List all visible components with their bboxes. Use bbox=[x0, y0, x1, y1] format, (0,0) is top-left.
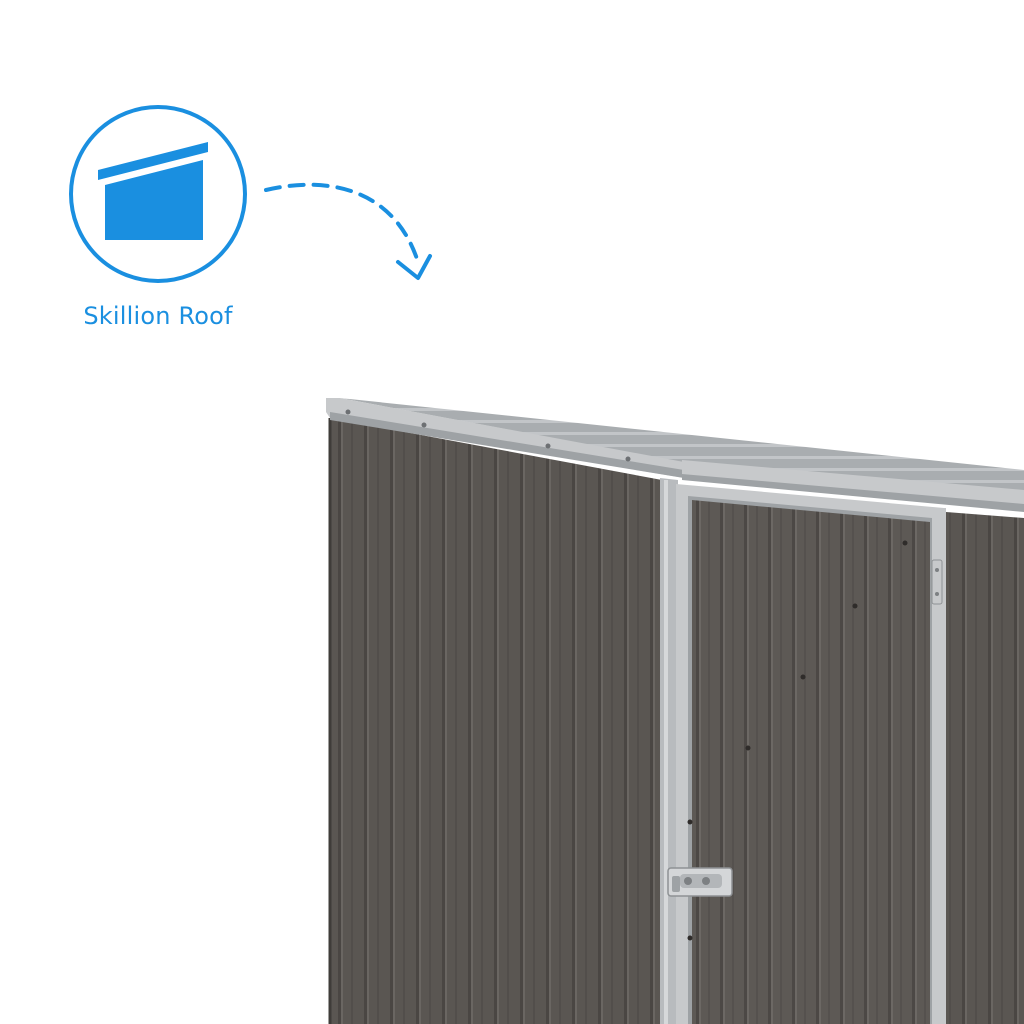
skillion-roof-badge bbox=[69, 105, 247, 283]
shed-front-wall bbox=[940, 508, 1024, 1024]
door-hinge bbox=[931, 559, 943, 605]
badge-label: Skillion Roof bbox=[83, 302, 233, 330]
shed-corner-post bbox=[660, 478, 678, 1024]
skillion-roof-icon bbox=[98, 142, 208, 240]
shed-roof bbox=[326, 398, 1024, 512]
shed-side-wall bbox=[328, 418, 662, 1024]
door-latch[interactable] bbox=[667, 867, 733, 897]
door-panel[interactable] bbox=[687, 500, 931, 1024]
